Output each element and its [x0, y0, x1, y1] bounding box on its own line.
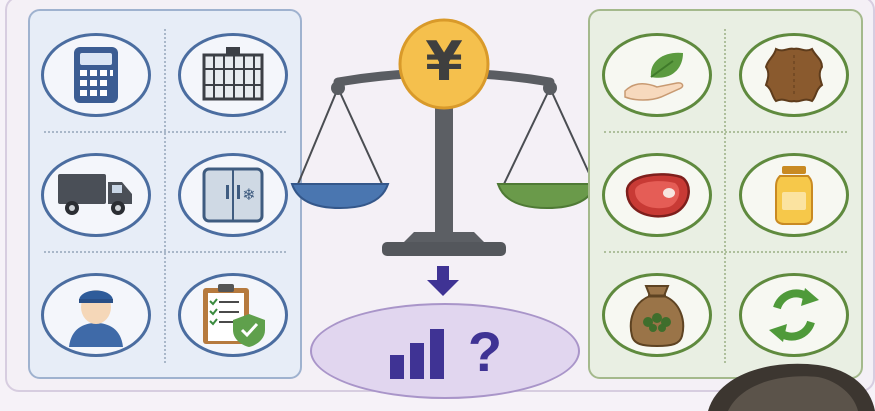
question-mark: ?	[467, 319, 503, 383]
result-bubble: ?	[310, 303, 580, 399]
balance-scale-icon	[290, 18, 598, 256]
calculator-icon	[41, 33, 151, 117]
compost-sack-icon	[602, 273, 712, 357]
panel-divider	[44, 251, 286, 253]
arrow-down-icon	[427, 266, 459, 296]
panel-divider	[604, 251, 847, 253]
bar-chart-icon	[389, 329, 444, 379]
panel-divider	[604, 131, 847, 133]
panel-divider	[724, 29, 726, 363]
checklist-shield-icon	[178, 273, 288, 357]
delivery-truck-icon	[41, 153, 151, 237]
person-head-overlay	[708, 363, 875, 411]
svg-text:❄: ❄	[242, 185, 255, 204]
value-products-panel	[588, 9, 863, 379]
cage-icon	[178, 33, 288, 117]
refrigerator-icon: ❄	[178, 153, 288, 237]
meat-steak-icon	[602, 153, 712, 237]
recycle-icon	[739, 273, 849, 357]
worker-icon	[41, 273, 151, 357]
panel-divider	[164, 29, 166, 363]
leather-hide-icon	[739, 33, 849, 117]
cost-factors-panel: ❄	[28, 9, 302, 379]
yen-symbol: ¥	[425, 30, 463, 93]
jar-icon	[739, 153, 849, 237]
panel-divider	[44, 131, 286, 133]
hand-leaf-icon	[602, 33, 712, 117]
